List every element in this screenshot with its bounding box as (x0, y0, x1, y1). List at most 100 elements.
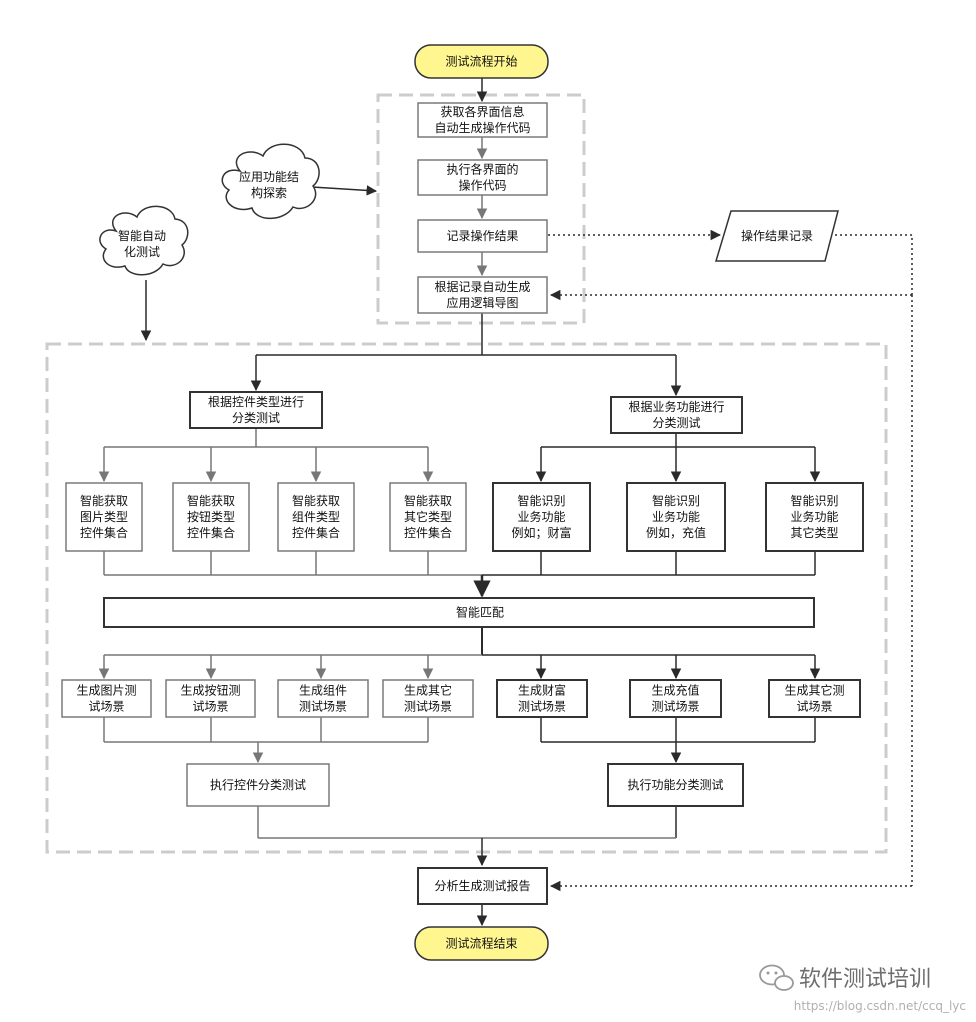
node-text-line: 业务功能 (790, 509, 838, 524)
node-text-line: 化测试 (124, 244, 160, 259)
id-other-box: 智能识别业务功能其它类型 (765, 482, 864, 552)
gen-other-biz-box: 生成其它测试场景 (768, 679, 861, 718)
node-text-line: 智能获取 (80, 493, 128, 508)
acq-other-box: 智能获取其它类型控件集合 (389, 482, 467, 552)
node-text-line: 智能自动 (118, 228, 166, 243)
node-text-line: 自动生成操作代码 (434, 120, 530, 135)
record-label: 记录操作结果 (446, 228, 518, 243)
node-text-line: 例如，充值 (646, 525, 706, 540)
node-text-line: 应用功能结 (239, 169, 299, 184)
node-text-line: 测试场景 (299, 699, 347, 714)
gen-wealth-box: 生成财富测试场景 (496, 679, 588, 718)
watermark-url: https://blog.csdn.net/ccq_lyc (794, 999, 966, 1013)
exec-business-box: 执行功能分类测试 (607, 763, 744, 807)
acq-other-label: 智能获取其它类型控件集合 (404, 493, 452, 540)
node-text-line: 构探索 (251, 185, 287, 200)
id-wealth-label: 智能识别业务功能例如；财富 (511, 493, 571, 540)
gen-recharge-label: 生成充值测试场景 (651, 683, 699, 714)
node-text-line: 执行控件分类测试 (210, 777, 306, 792)
gen-image-label: 生成图片测试场景 (76, 684, 136, 714)
record-box: 记录操作结果 (417, 219, 548, 253)
node-text-line: 测试流程开始 (445, 54, 517, 69)
node-text-line: 例如；财富 (511, 525, 571, 540)
id-recharge-box: 智能识别业务功能例如，充值 (626, 482, 726, 552)
node-text-line: 智能获取 (404, 493, 452, 508)
op-record-parallelogram: 操作结果记录 (714, 210, 839, 262)
node-text-line: 根据业务功能进行 (628, 399, 724, 414)
node-text-line: 业务功能 (517, 509, 565, 524)
op-record-label: 操作结果记录 (741, 228, 813, 243)
node-text-line: 根据记录自动生成 (434, 280, 530, 294)
gen-other-ctrl-box: 生成其它测试场景 (382, 679, 474, 718)
node-text-line: 生成图片测 (76, 684, 136, 698)
by-business-box: 根据业务功能进行分类测试 (610, 396, 743, 434)
report-label: 分析生成测试报告 (434, 878, 530, 893)
node-text-line: 操作代码 (458, 178, 506, 193)
smart-auto-cloud: 智能自动化测试 (99, 205, 189, 276)
node-text-line: 智能匹配 (456, 605, 504, 620)
gen-recharge-box: 生成充值测试场景 (629, 679, 722, 718)
node-text-line: 控件集合 (404, 525, 452, 540)
node-text-line: 获取各界面信息 (440, 104, 524, 119)
node-text-line: 生成充值 (651, 683, 699, 698)
smart-match-box: 智能匹配 (103, 597, 815, 628)
gen-wealth-label: 生成财富测试场景 (518, 683, 566, 714)
id-recharge-label: 智能识别业务功能例如，充值 (646, 493, 706, 540)
acq-button-label: 智能获取按钮类型控件集合 (187, 493, 235, 540)
gen-other-ctrl-label: 生成其它测试场景 (404, 683, 452, 714)
acq-group-box: 智能获取组件类型控件集合 (277, 482, 355, 552)
node-text-line: 智能识别 (517, 493, 565, 508)
exec-ui-box: 执行各界面的操作代码 (417, 159, 548, 196)
wechat-icon (759, 964, 794, 991)
exec-business-label: 执行功能分类测试 (627, 777, 723, 792)
node-text-line: 智能识别 (652, 493, 700, 508)
gen-map-label: 根据记录自动生成应用逻辑导图 (434, 280, 530, 310)
gen-group-label: 生成组件测试场景 (299, 684, 347, 714)
gen-map-box: 根据记录自动生成应用逻辑导图 (417, 276, 548, 314)
gen-group-box: 生成组件测试场景 (277, 679, 369, 718)
node-text-line: 智能识别 (790, 493, 838, 508)
node-text-line: 操作结果记录 (741, 228, 813, 243)
node-text-line: 智能获取 (187, 493, 235, 508)
end-label: 测试流程结束 (445, 936, 517, 951)
node-text-line: 测试流程结束 (445, 936, 517, 951)
node-text-line: 生成组件 (299, 684, 347, 698)
node-text-line: 业务功能 (652, 509, 700, 524)
node-text-line: 分析生成测试报告 (434, 878, 530, 893)
by-business-label: 根据业务功能进行分类测试 (628, 399, 724, 430)
node-text-line: 试场景 (796, 699, 832, 714)
gen-other-biz-label: 生成其它测试场景 (784, 683, 844, 714)
explore-cloud: 应用功能结构探索 (221, 143, 320, 220)
watermark: 软件测试培训 https://blog.csdn.net/ccq_lyc (759, 964, 966, 1013)
node-text-line: 生成按钮测 (180, 683, 240, 698)
by-control-label: 根据控件类型进行分类测试 (208, 395, 304, 425)
gen-image-box: 生成图片测试场景 (61, 679, 152, 718)
node-text-line: 试场景 (88, 699, 124, 714)
exploration-group-border (376, 93, 586, 325)
report-box: 分析生成测试报告 (417, 867, 548, 905)
acq-image-label: 智能获取图片类型控件集合 (80, 493, 128, 540)
end-terminal: 测试流程结束 (414, 926, 549, 961)
acq-group-label: 智能获取组件类型控件集合 (292, 493, 340, 540)
node-text-line: 测试场景 (518, 699, 566, 714)
node-text-line: 执行功能分类测试 (627, 777, 723, 792)
id-other-label: 智能识别业务功能其它类型 (790, 493, 838, 540)
node-text-line: 组件类型 (292, 510, 340, 524)
acq-button-box: 智能获取按钮类型控件集合 (172, 482, 250, 552)
gen-button-box: 生成按钮测试场景 (165, 679, 256, 718)
node-text-line: 其它类型 (404, 509, 452, 524)
node-text-line: 智能获取 (292, 493, 340, 508)
by-control-box: 根据控件类型进行分类测试 (189, 391, 323, 429)
node-text-line: 生成其它 (404, 683, 452, 698)
get-info-label: 获取各界面信息自动生成操作代码 (434, 104, 530, 135)
node-text-line: 控件集合 (80, 525, 128, 540)
exec-ui-label: 执行各界面的操作代码 (446, 162, 518, 193)
acq-image-box: 智能获取图片类型控件集合 (65, 482, 143, 552)
exec-control-label: 执行控件分类测试 (210, 777, 306, 792)
node-text-line: 测试场景 (404, 699, 452, 714)
start-label: 测试流程开始 (445, 54, 517, 69)
node-text-line: 分类测试 (232, 410, 280, 425)
smart-auto-label: 智能自动化测试 (118, 228, 166, 259)
connectors (98, 78, 913, 927)
